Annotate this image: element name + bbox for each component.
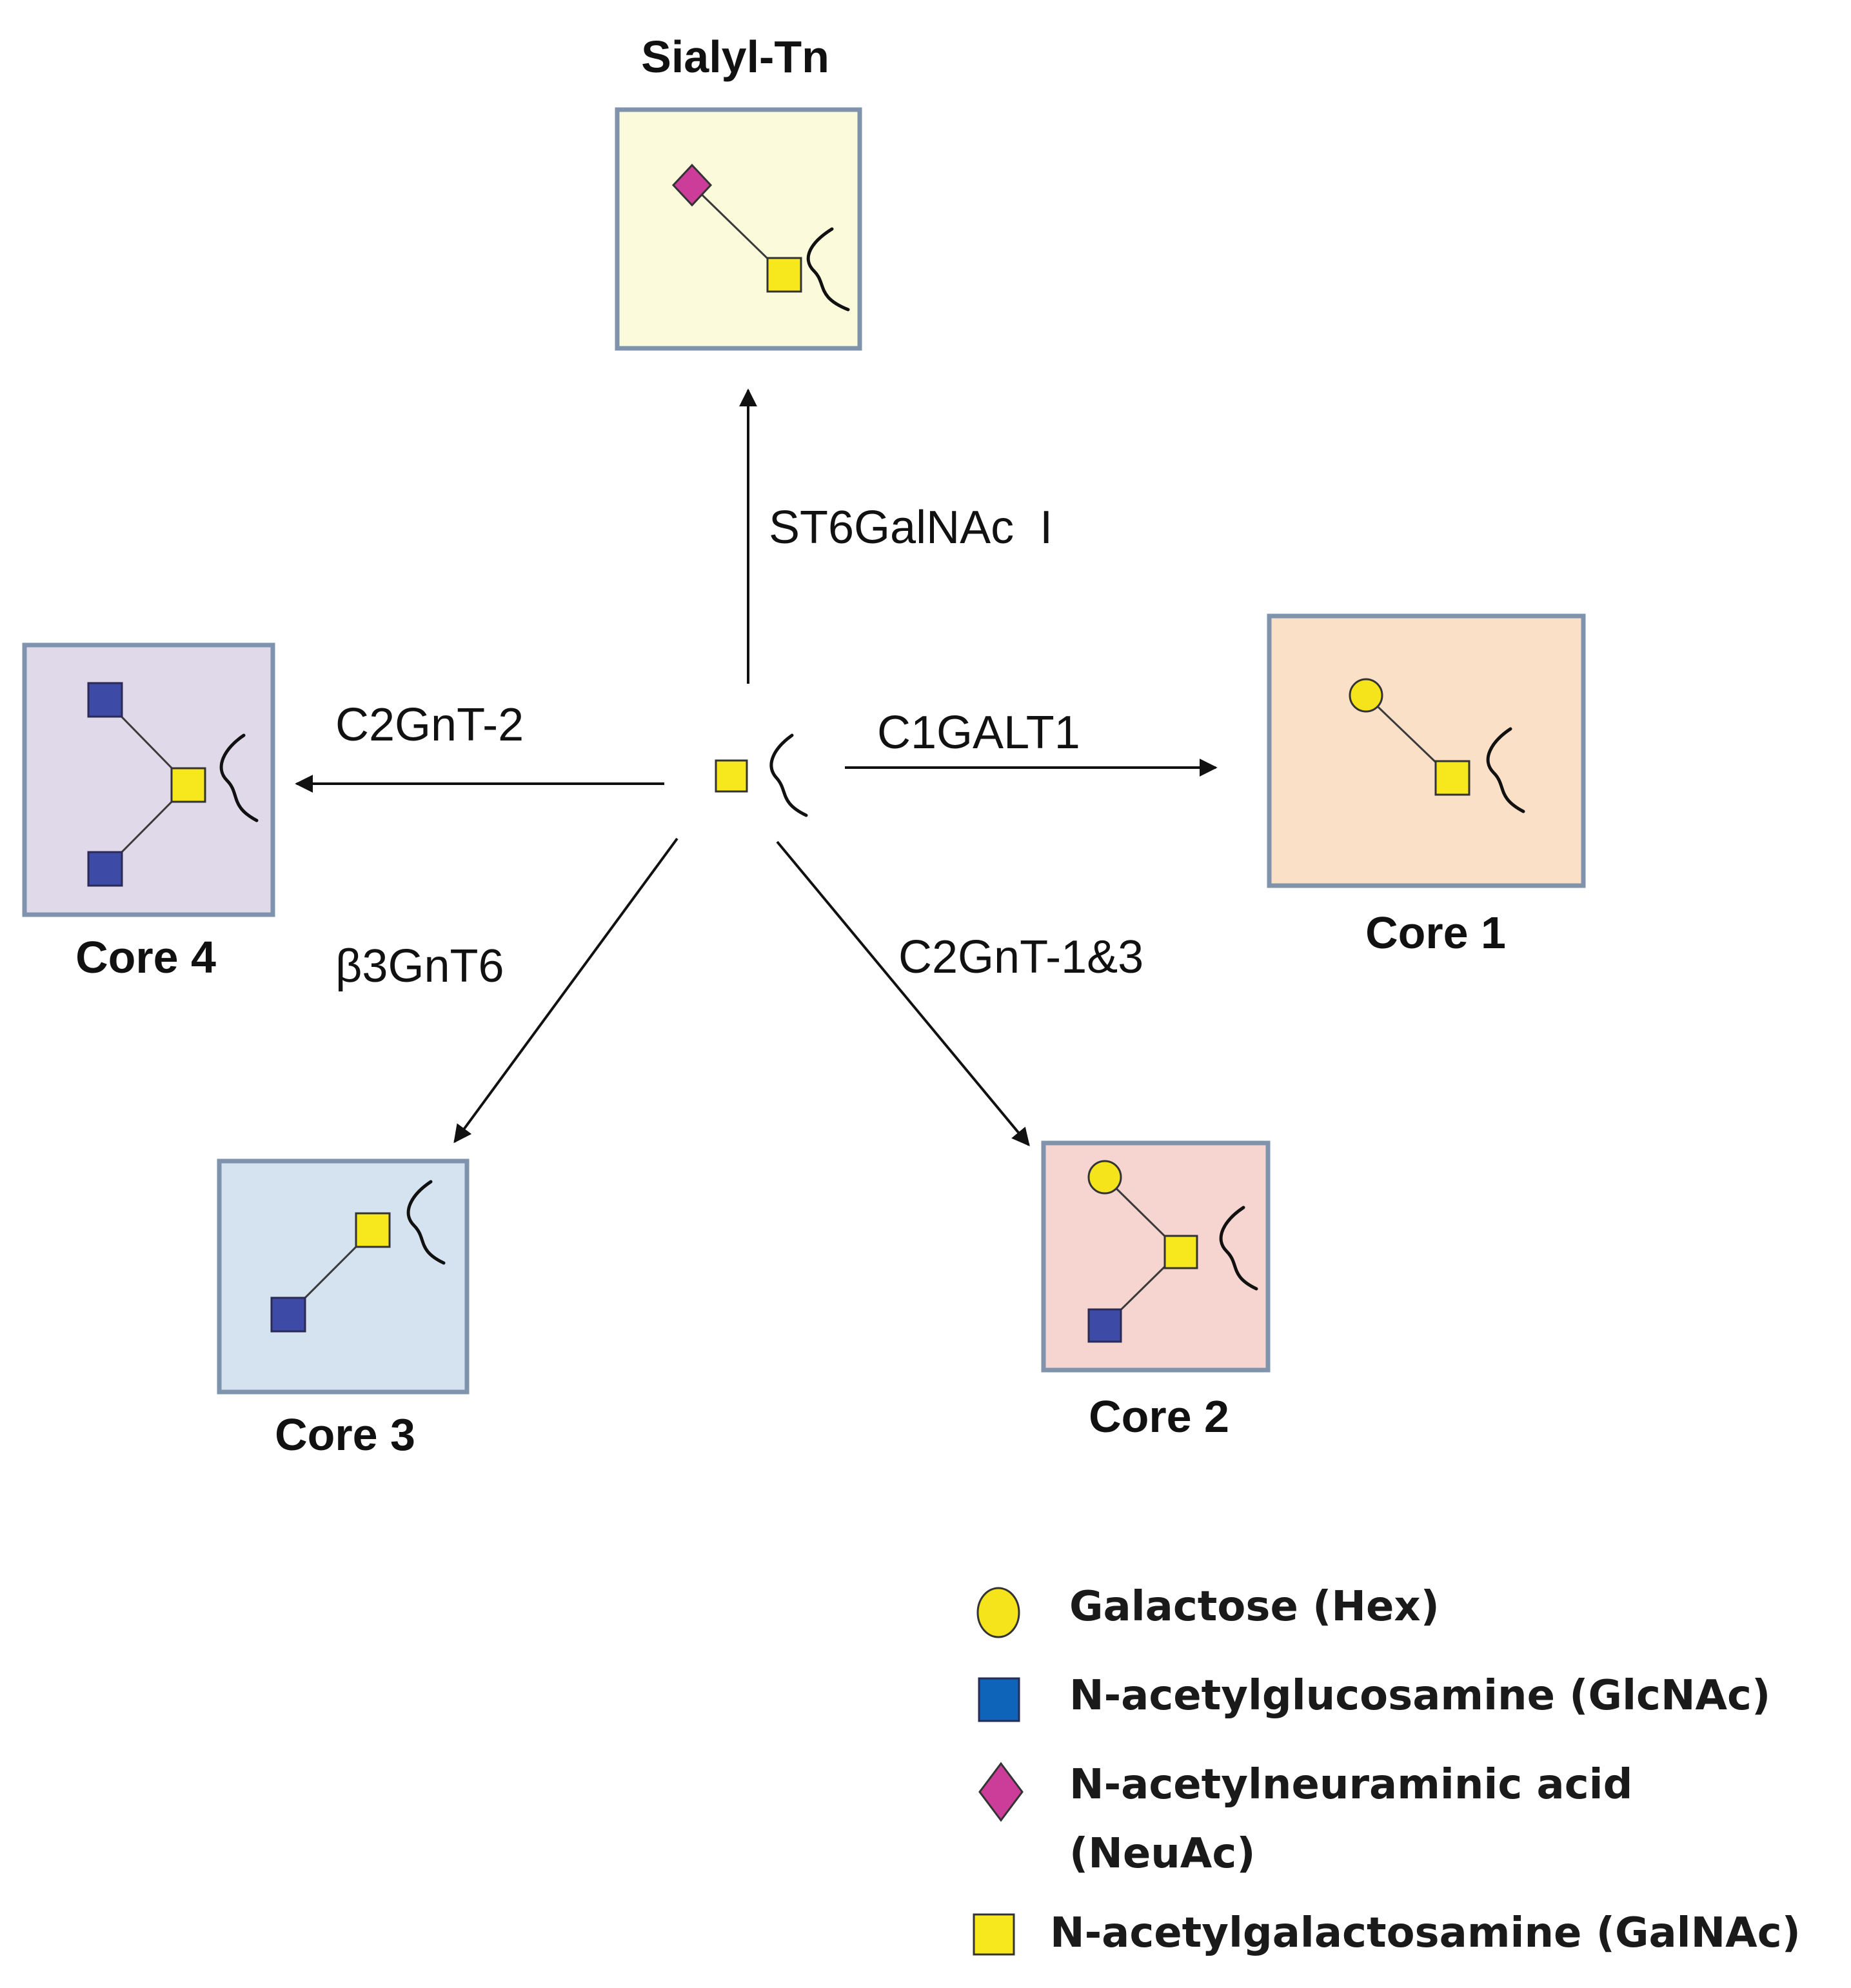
legend-item-galactose: Galactose (Hex) [976,1583,1440,1638]
protein-chain-icon [406,1180,446,1265]
sialyl-tn-title: Sialyl-Tn [641,32,829,82]
galnac-square-icon [1163,1235,1198,1269]
protein-chain-icon [1219,1206,1258,1291]
glcnac-square-icon [87,851,123,887]
core4-box [22,642,275,917]
legend-label-galnac: N-acetylgalactosamine (GalNAc) [1050,1909,1801,1957]
galnac-square-icon [715,759,748,793]
neuac-diamond-icon [671,163,713,207]
enzyme-c1galt1: C1GALT1 [877,707,1080,759]
protein-chain-icon [806,227,850,312]
galnac-square-icon [170,767,206,803]
galnac-square-icon [973,1913,1015,1956]
legend: Galactose (Hex) N-acetylglucosamine (Glc… [973,1583,1801,1957]
core4-title: Core 4 [75,932,216,982]
enzyme-c2gnt13: C2GnT-1&3 [898,931,1143,983]
enzyme-c2gnt2: C2GnT-2 [335,699,524,751]
enzyme-st6galnac: ST6GalNAc I [769,502,1053,553]
glcnac-square-icon [1087,1308,1122,1343]
legend-label-glcnac: N-acetylglucosamine (GlcNAc) [1069,1672,1770,1720]
legend-label-galactose: Galactose (Hex) [1069,1583,1440,1631]
legend-item-galnac: N-acetylgalactosamine (GalNAc) [973,1909,1801,1957]
galactose-circle-icon [1087,1160,1122,1195]
legend-label-neuac-line1: N-acetylneuraminic acid [1069,1761,1632,1809]
core2-title: Core 2 [1089,1391,1229,1442]
enzyme-b3gnt6: β3GnT6 [335,940,504,992]
glcnac-square-icon [87,682,123,718]
arrow-to-core2 [776,840,1030,1147]
legend-item-neuac: N-acetylneuraminic acid (NeuAc) [978,1761,1632,1878]
galnac-square-icon [1434,760,1470,796]
protein-chain-icon [769,733,808,817]
galnac-square-icon [766,257,802,293]
arrow-to-core3 [453,837,678,1144]
core1-title: Core 1 [1365,908,1506,958]
center-galnac [715,733,808,817]
galnac-square-icon [355,1212,391,1248]
glcnac-square-icon [978,1677,1020,1722]
neuac-diamond-icon [978,1762,1024,1822]
sialyl-tn-box [615,107,862,351]
protein-chain-icon [1486,727,1525,813]
core1-box [1267,613,1586,888]
core2-box [1041,1140,1271,1373]
core3-title: Core 3 [275,1409,415,1460]
legend-item-glcnac: N-acetylglucosamine (GlcNAc) [978,1672,1770,1722]
legend-label-neuac-line2: (NeuAc) [1069,1830,1256,1878]
protein-chain-icon [219,733,259,822]
galactose-circle-icon [1349,678,1383,713]
glcnac-square-icon [270,1297,306,1333]
core3-box [217,1158,470,1395]
galactose-circle-icon [976,1587,1020,1638]
